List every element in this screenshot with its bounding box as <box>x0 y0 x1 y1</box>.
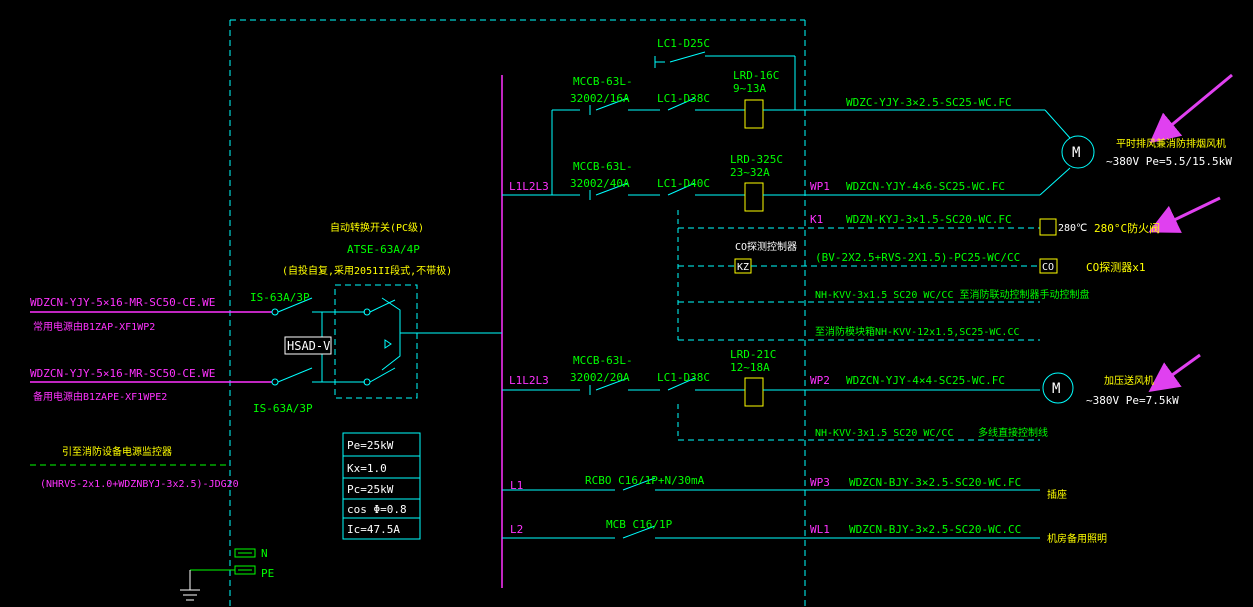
c3-cable: WDZCN-YJY-4×4-SC25-WC.FC <box>846 374 1005 387</box>
hsad-label: HSAD-V <box>287 339 330 353</box>
c1-mccb-1: MCCB-63L- <box>573 75 633 88</box>
motor-2-rating: ~380V Pe=7.5kW <box>1086 394 1179 407</box>
backup-source: 备用电源由B1ZAPE-XF1WPE2 <box>33 390 167 403</box>
c5-load: 机房备用照明 <box>1047 532 1107 545</box>
hsad-box <box>284 336 332 355</box>
c1-cable: WDZC-YJY-3×2.5-SC25-WC.FC <box>846 96 1012 109</box>
c3-mccb-1: MCCB-63L- <box>573 354 633 367</box>
c2-lrd-2: 23~32A <box>730 166 770 179</box>
nh-cable-3: NH-KVV-3x1.5 SC20 WC/CC <box>815 428 953 439</box>
annotation-arrows <box>1148 73 1233 393</box>
control-lines <box>678 218 1058 341</box>
c4-phase: L1 <box>510 479 523 492</box>
damper-name: 280°C防火阀 <box>1094 221 1160 235</box>
damper-temp: 280℃ <box>1058 223 1087 234</box>
motor-1-rating: ~380V Pe=5.5/15.5kW <box>1106 155 1232 168</box>
c1-lrd-2: 9~13A <box>733 82 766 95</box>
ground-pe: PE <box>261 567 274 580</box>
c2-lrd-1: LRD-325C <box>730 153 783 166</box>
calc-pc: Pc=25kW <box>347 483 394 496</box>
c5-id: WL1 <box>810 523 830 536</box>
calc-table <box>342 432 421 540</box>
backup-cable: WDZCN-YJY-5×16-MR-SC50-CE.WE <box>30 367 215 380</box>
switch-bottom-label: IS-63A/3P <box>253 402 313 415</box>
c2-id: WP1 <box>810 180 830 193</box>
calc-cos: cos Φ=0.8 <box>347 503 407 516</box>
c3-phase: L1L2L3 <box>509 374 549 387</box>
fire-cable: (NHRVS-2x1.0+WDZNBYJ-3x2.5)-JDG20 <box>40 479 239 490</box>
c4-load: 插座 <box>1047 488 1067 501</box>
main-source: 常用电源由B1ZAP-XF1WP2 <box>33 320 155 333</box>
c2-mccb-2: 32002/40A <box>570 177 630 190</box>
c3-lrd-1: LRD-21C <box>730 348 776 361</box>
k1-cable: WDZN-KYJ-3×1.5-SC20-WC.FC <box>846 213 1012 226</box>
circuit-2 <box>502 135 1095 340</box>
c2-cable: WDZCN-YJY-4×6-SC25-WC.FC <box>846 180 1005 193</box>
motor-1-name: 平时排风兼消防排烟风机 <box>1116 137 1226 150</box>
c3-lc: LC1-D38C <box>657 371 710 384</box>
circuit-1 <box>551 51 1071 195</box>
c3-lrd-2: 12~18A <box>730 361 770 374</box>
c4-breaker: RCBO C16/1P+N/30mA <box>585 474 705 487</box>
c2-phase: L1L2L3 <box>509 180 549 193</box>
c1-mccb-2: 32002/16A <box>570 92 630 105</box>
c1-lrd-1: LRD-16C <box>733 69 779 82</box>
c5-breaker: MCB C16/1P <box>606 518 673 531</box>
c3-mccb-2: 32002/20A <box>570 371 630 384</box>
ats-model: ATSE-63A/4P <box>347 243 420 256</box>
circuit-4-5 <box>502 477 1040 539</box>
main-cable: WDZCN-YJY-5×16-MR-SC50-CE.WE <box>30 296 215 309</box>
c5-phase: L2 <box>510 523 523 536</box>
c3-id: WP2 <box>810 374 830 387</box>
co-controller: CO探测控制器 <box>735 240 797 253</box>
c2-mccb-1: MCCB-63L- <box>573 160 633 173</box>
lc1-d25-label: LC1-D25C <box>657 37 710 50</box>
calc-pe: Pe=25kW <box>347 439 394 452</box>
panel-boundary <box>229 19 806 607</box>
ats-title: 自动转换开关(PC级) <box>330 221 424 234</box>
ground-n: N <box>261 547 268 560</box>
co-cable: (BV-2X2.5+RVS-2X1.5)-PC25-WC/CC <box>815 251 1020 264</box>
motor-2-name: 加压送风机 <box>1104 374 1154 387</box>
kz-label: KZ <box>737 262 749 273</box>
c4-id: WP3 <box>810 476 830 489</box>
nh-cable-1: NH-KVV-3x1.5 SC20 WC/CC 至消防联动控制器手动控制盘 <box>815 288 1090 301</box>
co-detector: CO探测器x1 <box>1086 261 1146 274</box>
nh-cable-2: 至消防模块箱NH-KVV-12x1.5,SC25-WC.CC <box>815 325 1020 338</box>
motor-1-symbol: M <box>1072 145 1080 161</box>
k1-id: K1 <box>810 213 823 226</box>
c2-lc: LC1-D40C <box>657 177 710 190</box>
co-box-label: CO <box>1042 262 1054 273</box>
ground-symbol <box>180 548 256 601</box>
c5-cable: WDZCN-BJY-3×2.5-SC20-WC.CC <box>849 523 1021 536</box>
calc-ic: Ic=47.5A <box>347 523 400 536</box>
ats-note: (自投自复,采用2051II段式,不带极) <box>282 264 452 277</box>
calc-kx: Kx=1.0 <box>347 462 387 475</box>
motor-2-symbol: M <box>1052 381 1060 397</box>
c4-cable: WDZCN-BJY-3×2.5-SC20-WC.FC <box>849 476 1021 489</box>
circuit-3 <box>502 372 1074 441</box>
switch-top-label: IS-63A/3P <box>250 291 310 304</box>
incoming-lines <box>30 297 502 466</box>
c1-lc: LC1-D38C <box>657 92 710 105</box>
nh-cable-3-note: 多线直接控制线 <box>978 426 1048 439</box>
fire-signal: 引至消防设备电源监控器 <box>62 445 172 458</box>
